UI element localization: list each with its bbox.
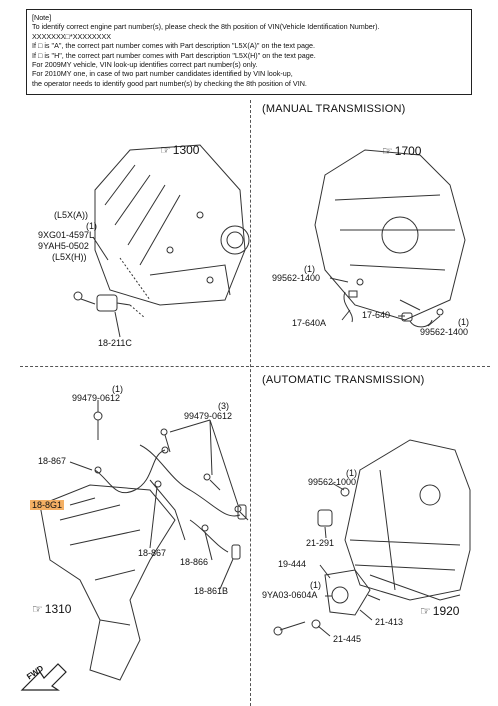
part-number-label[interactable]: 99562-1400 bbox=[420, 327, 469, 337]
leader-lines bbox=[69, 236, 441, 637]
part-number-label[interactable]: 9XG01-4597L bbox=[38, 230, 95, 240]
part-number-label[interactable]: 21-445 bbox=[333, 634, 362, 644]
part-number-label-highlighted[interactable]: 18-8G1 bbox=[30, 500, 65, 510]
exhaust-manifold-drawing bbox=[39, 484, 176, 681]
part-number-label[interactable]: 21-413 bbox=[375, 617, 404, 627]
reference-arrow-icon: ☞ bbox=[420, 604, 431, 618]
mt-sensor-drawings bbox=[343, 278, 444, 328]
note-line: the operator needs to identify good part… bbox=[32, 78, 307, 88]
label-l5xh: (L5X(H)) bbox=[52, 252, 87, 262]
label-l5xa: (L5X(A)) bbox=[54, 210, 89, 220]
qty-label: (1) bbox=[346, 468, 357, 478]
qty-label: (1) bbox=[310, 580, 321, 590]
part-number-label[interactable]: 18-211C bbox=[98, 338, 132, 348]
part-number-label[interactable]: 99562-1000 bbox=[308, 477, 357, 487]
part-number-label[interactable]: 99479-0612 bbox=[184, 411, 233, 421]
ref-1920[interactable]: ☞1920 bbox=[420, 604, 460, 618]
reference-arrow-icon: ☞ bbox=[160, 143, 171, 157]
part-number-label[interactable]: 99479-0612 bbox=[72, 393, 121, 403]
part-number-label[interactable]: 18-861B bbox=[194, 586, 229, 596]
note-line: For 2009MY vehicle, VIN look-up identifi… bbox=[32, 60, 258, 70]
automatic-transmission-drawing bbox=[344, 439, 471, 601]
note-line: If □ is "H", the correct part number com… bbox=[32, 50, 316, 60]
reference-arrow-icon: ☞ bbox=[382, 144, 393, 158]
manual-transmission-drawing bbox=[314, 149, 466, 321]
note-title: [Note] bbox=[32, 13, 52, 22]
fwd-arrow-icon bbox=[20, 663, 67, 691]
section-divider-horizontal bbox=[20, 366, 490, 367]
part-number-label[interactable]: 17-640 bbox=[362, 310, 391, 320]
qty-label: (1) bbox=[458, 317, 469, 327]
note-line: For 2010MY one, in case of two part numb… bbox=[32, 69, 293, 79]
part-number-label[interactable]: 18-867 bbox=[38, 456, 67, 466]
part-number-label[interactable]: 21-291 bbox=[306, 538, 335, 548]
qty-label: (3) bbox=[218, 401, 229, 411]
note-line: XXXXXXX□*XXXXXXXX bbox=[32, 31, 112, 41]
part-number-label[interactable]: 19-444 bbox=[278, 559, 307, 569]
part-number-label[interactable]: 9YA03-0604A bbox=[262, 590, 318, 600]
exhaust-wiring-drawing bbox=[94, 444, 247, 560]
qty-label: (1) bbox=[86, 221, 97, 231]
section-divider-vertical bbox=[250, 100, 251, 706]
reference-arrow-icon: ☞ bbox=[32, 602, 43, 616]
ref-1700[interactable]: ☞1700 bbox=[382, 144, 422, 158]
exhaust-bolts-drawing bbox=[93, 411, 249, 521]
note-line: To identify correct engine part number(s… bbox=[32, 22, 380, 32]
ref-1300[interactable]: ☞1300 bbox=[160, 143, 200, 157]
note-box: [Note] To identify correct engine part n… bbox=[26, 9, 472, 95]
part-number-label[interactable]: 18-867 bbox=[138, 548, 167, 558]
intake-sensor-drawing bbox=[73, 291, 131, 312]
part-number-label[interactable]: 18-866 bbox=[180, 557, 209, 567]
at-parts-drawing bbox=[273, 487, 381, 636]
section-title-automatic: (AUTOMATIC TRANSMISSION) bbox=[262, 374, 425, 386]
intake-manifold-drawing bbox=[94, 144, 250, 306]
part-number-label[interactable]: 9YAH5-0502 bbox=[38, 241, 89, 251]
qty-label: (1) bbox=[304, 264, 315, 274]
qty-label: (1) bbox=[112, 384, 123, 394]
part-number-label[interactable]: 17-640A bbox=[292, 318, 327, 328]
note-line: If □ is "A", the correct part number com… bbox=[32, 41, 316, 51]
ref-1310[interactable]: ☞1310 bbox=[32, 602, 72, 616]
part-number-label[interactable]: 99562-1400 bbox=[272, 273, 321, 283]
section-title-manual: (MANUAL TRANSMISSION) bbox=[262, 103, 406, 115]
